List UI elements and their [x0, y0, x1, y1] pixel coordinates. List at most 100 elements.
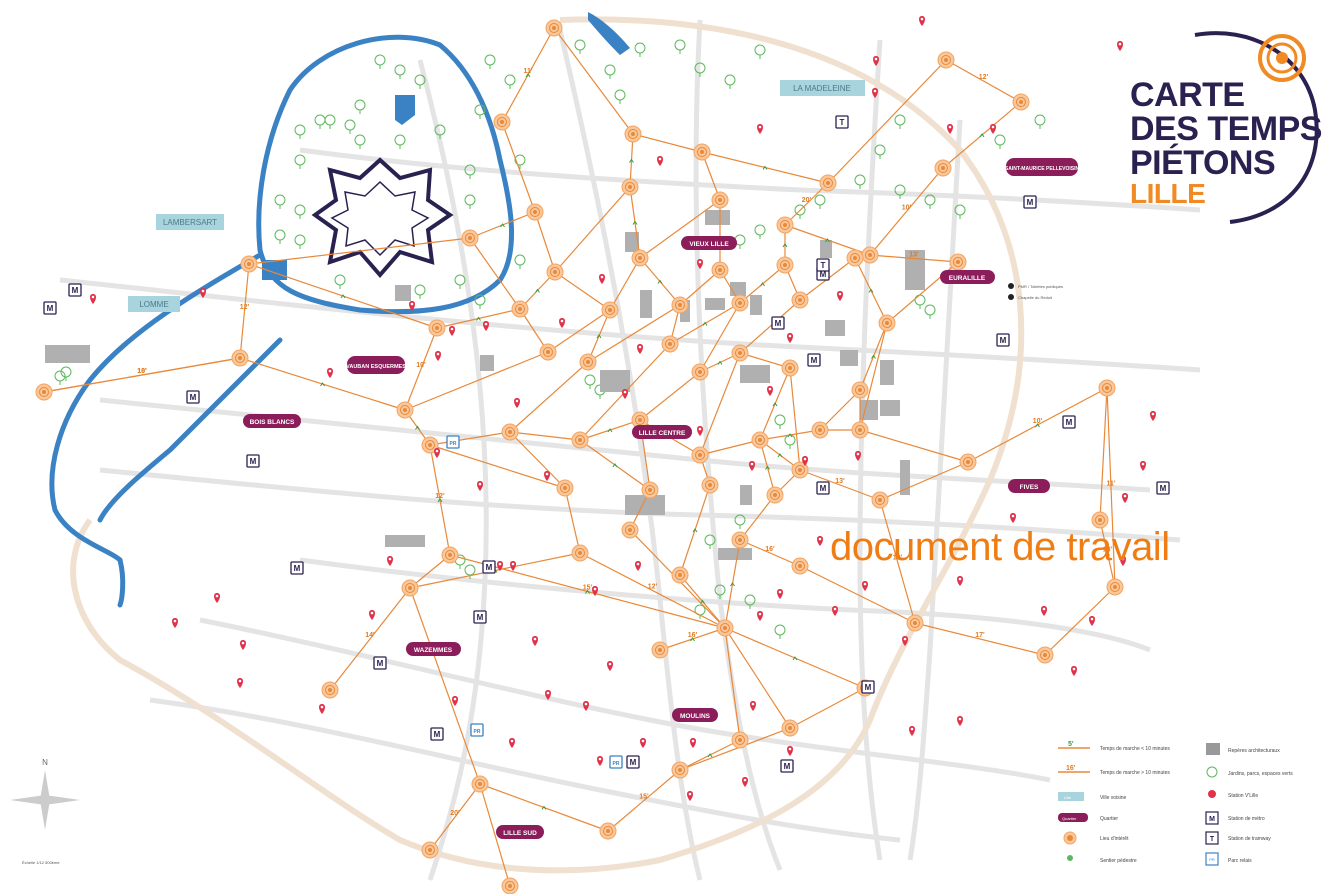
legend-tram-text: Station de tramway	[1228, 836, 1271, 842]
legend-trail-text: Sentier pédestre	[1100, 858, 1137, 864]
district-wazemmes-label: WAZEMMES	[414, 647, 453, 654]
district-saint-maurice-label: SAINT-MAURICE PELLEVOISIN	[1005, 166, 1080, 172]
svg-text:M: M	[630, 758, 637, 767]
svg-text:M: M	[294, 564, 301, 573]
walk-time-label: 16'	[765, 546, 775, 553]
district-lille-centre[interactable]: LILLE CENTRE	[632, 425, 692, 439]
svg-text:M: M	[377, 659, 384, 668]
walk-time-label: 12'	[240, 304, 250, 311]
district-vauban[interactable]: VAUBAN ESQUERMES	[346, 356, 406, 374]
district-moulins[interactable]: MOULINS	[672, 708, 718, 722]
district-bois-blancs[interactable]: BOIS BLANCS	[243, 414, 301, 428]
trees-layer	[54, 39, 1046, 639]
logo-title-line3: PIÉTONS	[1130, 144, 1276, 182]
commune-lambersart-label: LAMBERSART	[163, 218, 217, 227]
walk-time-label: 20'	[802, 197, 812, 204]
svg-text:T: T	[840, 118, 845, 127]
legend-metro-text: Station de métro	[1228, 816, 1265, 822]
logo-title-line4: LILLE	[1130, 178, 1206, 209]
commune-lomme[interactable]: LOMME	[128, 296, 180, 312]
vlille-pins-layer	[90, 16, 1156, 801]
legend-district-text: Quartier	[1100, 816, 1118, 822]
citadel-outline	[311, 157, 454, 279]
walk-time-label: 14'	[365, 632, 375, 639]
svg-text:M: M	[1160, 484, 1167, 493]
walk-time-label: 10'	[416, 362, 426, 369]
legend-vlille-text: Station V'Lille	[1228, 793, 1258, 799]
compass-north-label: N	[42, 758, 48, 767]
ring-road	[70, 16, 1025, 874]
svg-text:M: M	[820, 270, 827, 279]
district-vauban-label: VAUBAN ESQUERMES	[346, 364, 406, 370]
walk-time-label: 10'	[1033, 418, 1043, 425]
walk-time-label: 13'	[909, 252, 919, 259]
legend-parking-text: Parc relais	[1228, 858, 1252, 864]
svg-text:M: M	[865, 683, 872, 692]
compass-rose: N Échelle 1/12 500ème	[10, 758, 80, 865]
svg-text:M: M	[1209, 816, 1215, 823]
svg-text:M: M	[820, 484, 827, 493]
commune-lomme-label: LOMME	[139, 300, 168, 309]
walk-time-label: 17'	[975, 632, 985, 639]
commune-lambersart[interactable]: LAMBERSART	[156, 214, 224, 230]
district-fives-label: FIVES	[1020, 484, 1039, 491]
district-euralille-label: EURALILLE	[949, 275, 986, 282]
walk-time-label: 13'	[893, 555, 903, 562]
info-toilet: Chapelle du Réduit	[1008, 294, 1053, 300]
logo-emblem	[1194, 31, 1319, 224]
legend-walk-short-text: Temps de marche < 10 minutes	[1100, 746, 1170, 752]
commune-la-madeleine[interactable]: LA MADELEINE	[780, 80, 865, 96]
routes-layer	[43, 27, 1116, 887]
walk-time-label: 10'	[137, 368, 147, 375]
walk-time-label: 10'	[902, 205, 912, 212]
legend-walk-long-time: 16'	[1066, 765, 1076, 772]
citadel-inner	[330, 180, 430, 257]
legend-walk-long-text: Temps de marche > 10 minutes	[1100, 770, 1170, 776]
logo-title-line1: CARTE	[1130, 76, 1245, 114]
svg-text:M: M	[775, 319, 782, 328]
svg-text:M: M	[1000, 336, 1007, 345]
district-euralille[interactable]: EURALILLE	[940, 270, 995, 284]
district-moulins-label: MOULINS	[680, 713, 711, 720]
svg-text:M: M	[72, 286, 79, 295]
walk-time-label: 20'	[450, 810, 460, 817]
legend-node-text: Lieu d'intérêt	[1100, 836, 1129, 842]
svg-text:M: M	[811, 356, 818, 365]
svg-text:T: T	[1210, 836, 1215, 843]
district-vieux-lille[interactable]: VIEUX LILLE	[681, 236, 737, 250]
river-pond-2	[395, 95, 415, 125]
legend-district-badge: Quartier	[1062, 816, 1077, 821]
walk-time-label: 11'	[523, 68, 532, 75]
walk-time-label: 16'	[688, 632, 698, 639]
svg-text:M: M	[477, 613, 484, 622]
district-lille-centre-label: LILLE CENTRE	[639, 430, 686, 437]
walk-time-label: 15'	[583, 585, 593, 592]
svg-text:M: M	[190, 393, 197, 402]
legend-commune-text: Ville voisine	[1100, 795, 1127, 801]
legend-garden-text: Jardins, parcs, espaces verts	[1228, 771, 1293, 777]
svg-text:M: M	[1027, 198, 1034, 207]
svg-text:M: M	[434, 730, 441, 739]
street-network	[59, 19, 1201, 881]
district-wazemmes[interactable]: WAZEMMES	[406, 642, 461, 656]
svg-text:PR: PR	[474, 729, 481, 735]
district-lille-sud-label: LILLE SUD	[503, 830, 537, 837]
district-vieux-lille-label: VIEUX LILLE	[689, 241, 729, 248]
legend-heritage-text: Repères architecturaux	[1228, 748, 1280, 754]
info-toilet-label: Chapelle du Réduit	[1018, 295, 1053, 300]
walk-time-label: 12'	[435, 493, 445, 500]
svg-text:T: T	[821, 261, 826, 270]
commune-la-madeleine-label: LA MADELEINE	[793, 84, 851, 93]
svg-text:M: M	[250, 457, 257, 466]
walk-time-label: 12'	[648, 584, 658, 591]
svg-text:M: M	[784, 762, 791, 771]
svg-text:PR: PR	[613, 761, 620, 767]
district-fives[interactable]: FIVES	[1008, 479, 1050, 493]
district-lille-sud[interactable]: LILLE SUD	[496, 825, 544, 839]
legend: 5' Temps de marche < 10 minutes 16' Temp…	[1058, 741, 1293, 866]
district-saint-maurice[interactable]: SAINT-MAURICE PELLEVOISIN	[1005, 158, 1080, 176]
svg-text:M: M	[1066, 418, 1073, 427]
svg-text:M: M	[486, 563, 493, 572]
